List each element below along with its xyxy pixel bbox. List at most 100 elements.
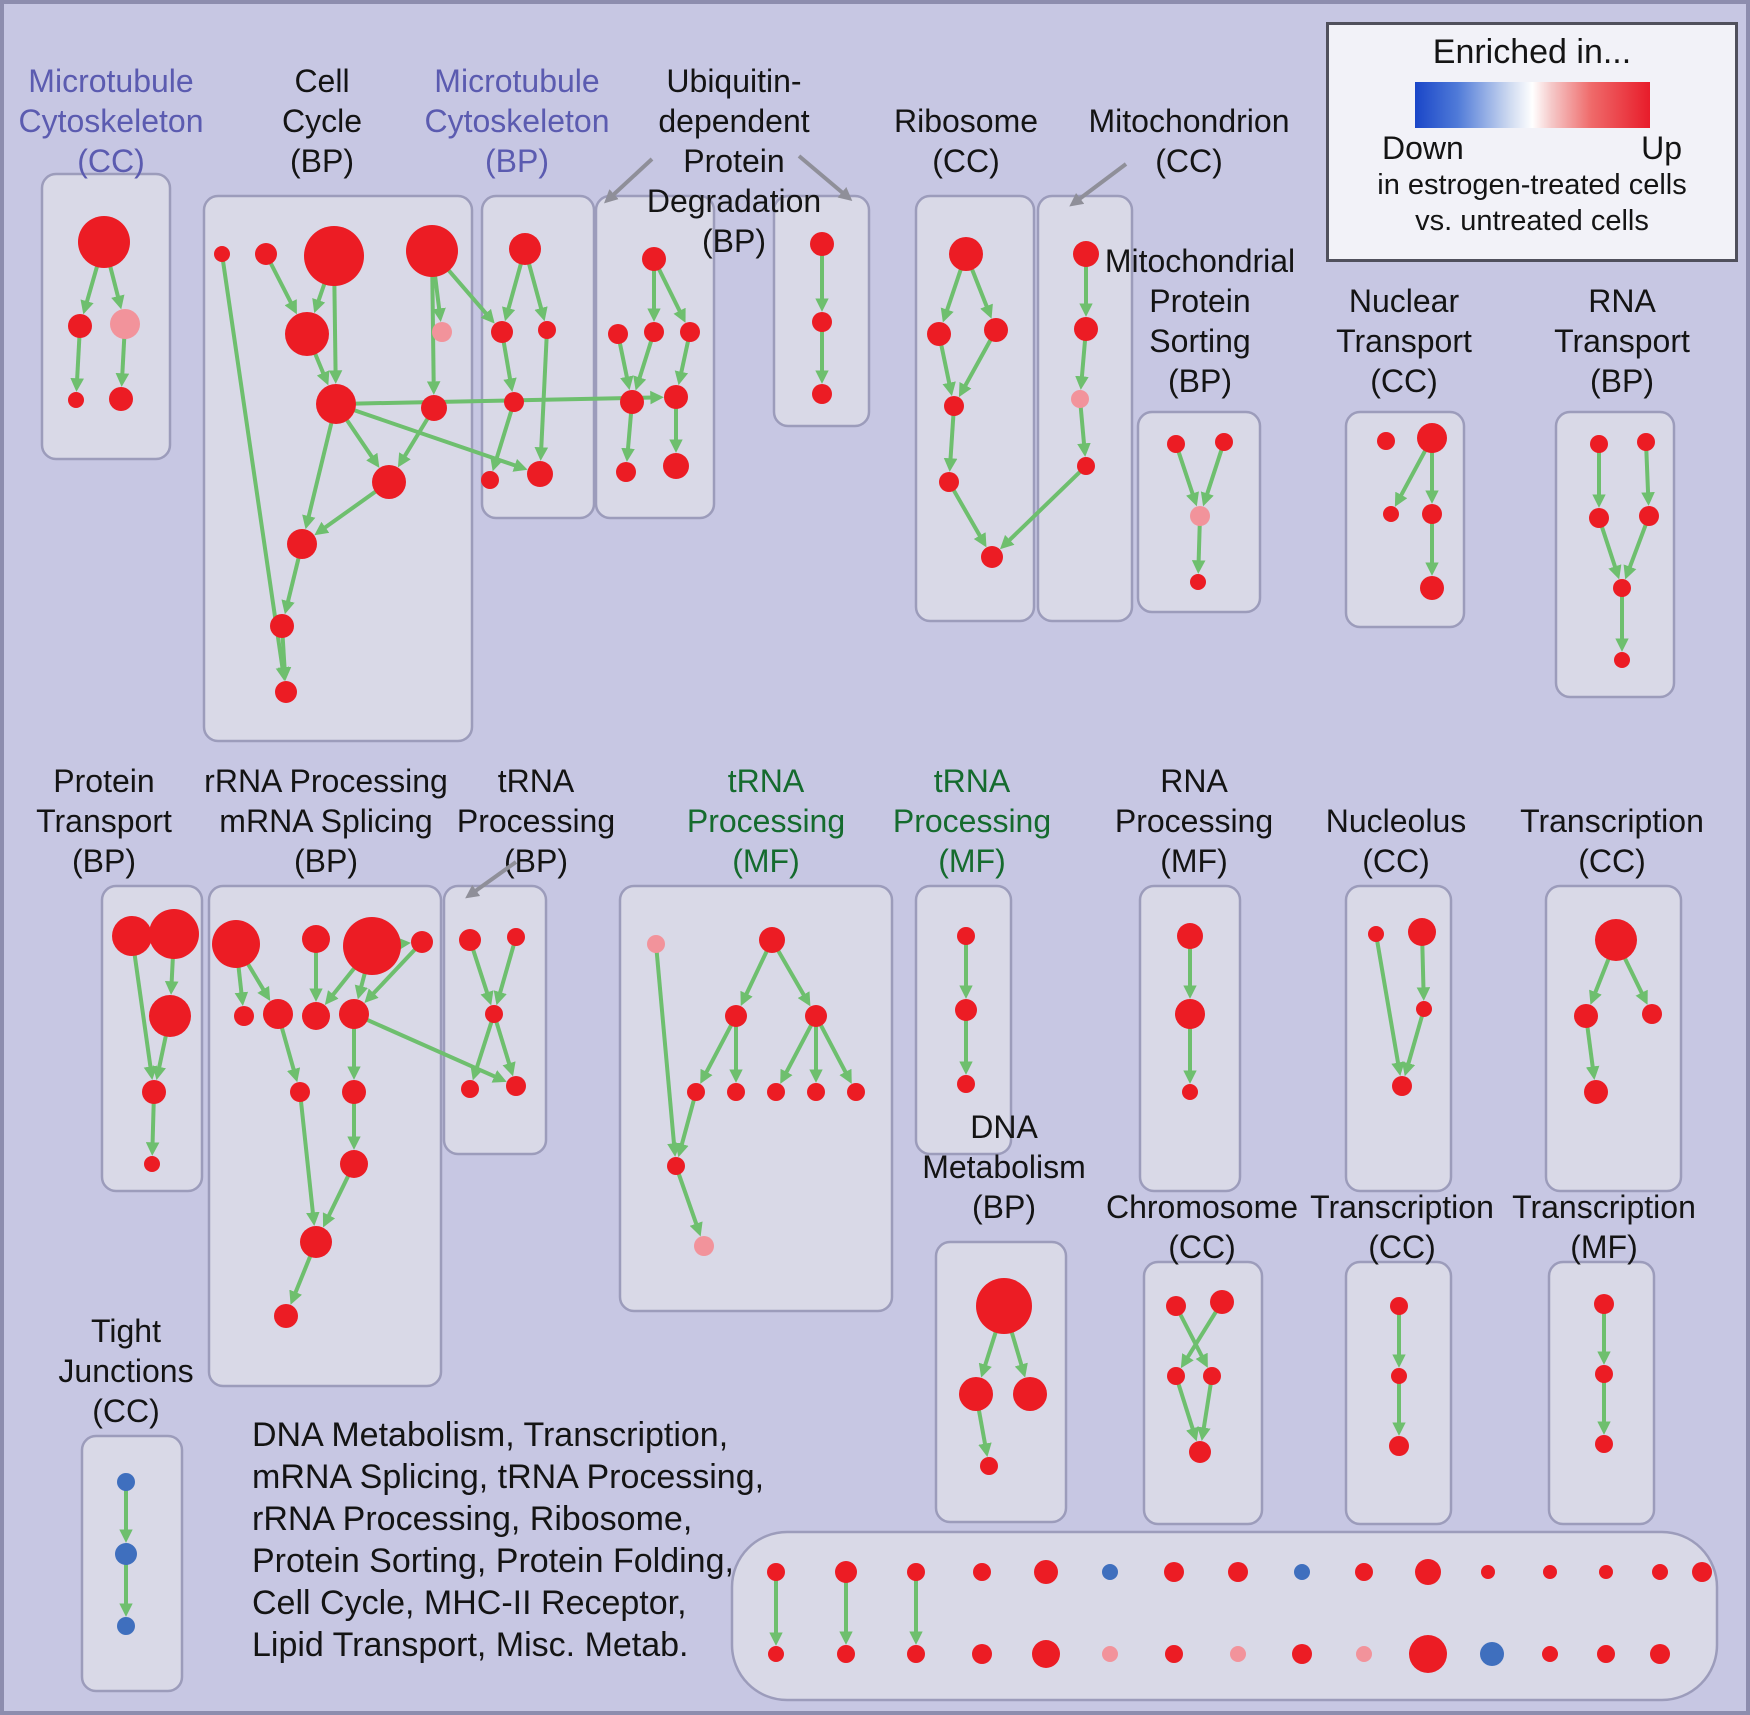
go-edge-arrow: [1401, 1015, 1424, 1077]
legend-context-line2: vs. untreated cells: [1415, 205, 1649, 237]
go-edge-arrow: [976, 1409, 992, 1458]
go-term-node: [1639, 506, 1659, 526]
go-term-node: [1409, 1635, 1447, 1673]
go-term-node: [459, 929, 481, 951]
go-term-node: [1420, 576, 1444, 600]
go-edge-arrow: [1585, 1026, 1600, 1080]
go-term-node: [1613, 579, 1631, 597]
go-term-node: [1165, 1645, 1183, 1663]
go-term-node: [767, 1083, 785, 1101]
cluster-label-transcription-mf: Transcription(MF): [1512, 1189, 1696, 1265]
go-edge-arrow: [621, 412, 635, 462]
legend-context-line1: in estrogen-treated cells: [1377, 169, 1687, 201]
go-term-node: [1073, 241, 1099, 267]
go-edge-arrow: [354, 972, 368, 1000]
go-term-node: [1368, 926, 1384, 942]
cluster-label-transcription-cc-1: Transcription(CC): [1520, 803, 1704, 879]
go-term-node: [1597, 1645, 1615, 1663]
go-term-node: [339, 999, 369, 1029]
go-term-node: [214, 246, 230, 262]
go-edge-arrow: [776, 949, 811, 1007]
misc-categories-text-line: Lipid Transport, Misc. Metab.: [252, 1626, 689, 1664]
go-term-node: [939, 472, 959, 492]
go-term-node: [616, 462, 636, 482]
go-edge-arrow: [279, 1026, 301, 1083]
go-term-node: [411, 931, 433, 953]
go-term-node: [302, 925, 330, 953]
go-edge-arrow: [1176, 1383, 1200, 1442]
go-term-node: [1164, 1562, 1184, 1582]
go-term-node: [1190, 506, 1210, 526]
go-term-node: [109, 387, 133, 411]
misc-categories-text-line: Cell Cycle, MHC-II Receptor,: [252, 1584, 687, 1622]
go-edge-arrow: [939, 344, 956, 397]
cluster-label-mitochondrion-cc: Mitochondrion(CC): [1089, 103, 1290, 179]
go-term-node: [1175, 999, 1205, 1029]
cluster-box-ubiquitin-degradation-bp-1: [594, 194, 716, 520]
go-edge-arrow: [1075, 339, 1089, 390]
go-term-node: [907, 1645, 925, 1663]
go-edge-arrow: [1641, 449, 1655, 506]
go-edge-arrow: [470, 1021, 494, 1081]
go-term-node: [1032, 1640, 1060, 1668]
go-term-node: [504, 392, 524, 412]
go-edge-arrow: [1375, 940, 1405, 1077]
go-term-node: [847, 1083, 865, 1101]
go-term-node: [1013, 1377, 1047, 1411]
go-term-node: [1215, 433, 1233, 451]
cluster-label-chromosome-cc: Chromosome(CC): [1106, 1189, 1298, 1265]
go-edge-arrow: [1178, 1313, 1208, 1368]
go-term-node: [1594, 1294, 1614, 1314]
go-edge-arrow: [502, 262, 523, 322]
go-term-node: [1416, 1001, 1432, 1017]
go-term-node: [1391, 1368, 1407, 1384]
go-term-node: [1166, 1296, 1186, 1316]
go-edge-arrow: [1200, 448, 1224, 507]
go-term-node: [1584, 1080, 1608, 1104]
go-term-node: [481, 471, 499, 489]
go-edge-arrow: [978, 1331, 998, 1378]
go-term-node: [1077, 457, 1095, 475]
go-term-node: [837, 1645, 855, 1663]
go-term-node: [1389, 1436, 1409, 1456]
go-term-node: [1228, 1562, 1248, 1582]
go-term-node: [117, 1473, 135, 1491]
cluster-box-nuclear-transport-cc: [1344, 410, 1466, 629]
go-term-node: [768, 1646, 784, 1662]
go-edge-arrow: [940, 268, 963, 323]
go-edge-arrow: [490, 410, 514, 472]
go-term-node: [142, 1080, 166, 1104]
go-term-node: [973, 1563, 991, 1581]
go-term-node: [1377, 432, 1395, 450]
go-term-node: [949, 237, 983, 271]
cluster-box-rna-transport-bp: [1554, 410, 1676, 699]
go-term-node: [1355, 1563, 1373, 1581]
go-term-node: [667, 1157, 685, 1175]
go-term-node: [1590, 435, 1608, 453]
go-term-node: [959, 1377, 993, 1411]
go-term-node: [421, 395, 447, 421]
go-term-node: [1574, 1004, 1598, 1028]
go-term-node: [694, 1236, 714, 1256]
go-term-node: [538, 321, 556, 339]
go-term-node: [1294, 1564, 1310, 1580]
go-term-node: [664, 385, 688, 409]
go-term-node: [976, 1278, 1032, 1334]
go-term-node: [263, 999, 293, 1029]
go-term-node: [1074, 317, 1098, 341]
cluster-label-ribosome-cc: Ribosome(CC): [894, 103, 1038, 179]
legend-down-label: Down: [1382, 130, 1464, 166]
go-term-node: [342, 1080, 366, 1104]
go-term-node: [1392, 1076, 1412, 1096]
go-term-node: [1292, 1644, 1312, 1664]
legend: Enriched in... Down Up in estrogen-treat…: [1326, 22, 1738, 262]
go-term-node: [274, 1304, 298, 1328]
go-term-node: [149, 909, 199, 959]
go-term-node: [285, 312, 329, 356]
go-term-node: [1102, 1564, 1118, 1580]
